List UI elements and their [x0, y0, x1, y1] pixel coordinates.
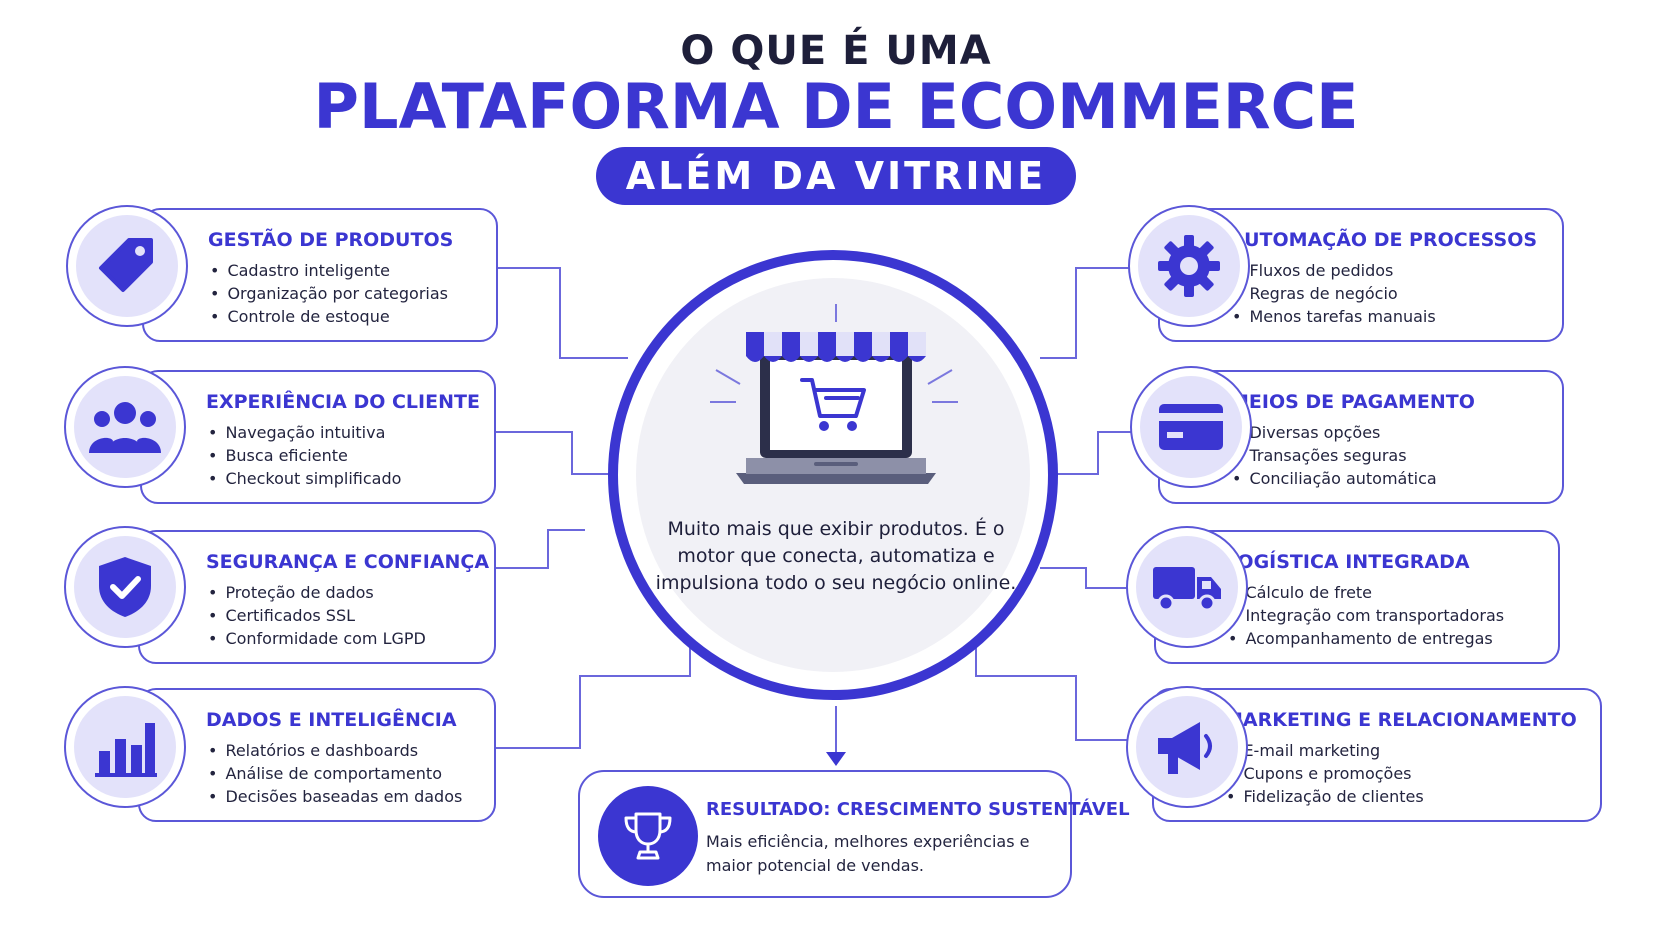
list-item: Checkout simplificado: [206, 467, 494, 490]
list-item: Regras de negócio: [1230, 282, 1562, 305]
result-card: RESULTADO: CRESCIMENTO SUSTENTÁVEL Mais …: [578, 770, 1130, 898]
megaphone-icon-badge: [1126, 686, 1248, 808]
card-experiencia-cliente: EXPERIÊNCIA DO CLIENTE Navegação intuiti…: [140, 370, 496, 504]
card-title: GESTÃO DE PRODUTOS: [208, 229, 454, 251]
bar-chart-icon: [95, 723, 157, 777]
card-title: MARKETING E RELACIONAMENTO: [1224, 709, 1577, 731]
credit-card-icon: [1159, 404, 1223, 450]
card-dados-inteligencia: DADOS E INTELIGÊNCIA Relatórios e dashbo…: [138, 688, 496, 822]
card-title: DADOS E INTELIGÊNCIA: [206, 709, 457, 731]
shield-check-icon: [99, 557, 151, 617]
result-text: Mais eficiência, melhores experiências e…: [706, 832, 1030, 875]
list-item: Fluxos de pedidos: [1230, 259, 1562, 282]
tag-icon-badge: [66, 205, 188, 327]
trophy-icon: [624, 812, 672, 860]
title-line-1: O QUE É UMA: [680, 28, 992, 74]
list-item: E-mail marketing: [1224, 739, 1600, 762]
list-item: Fidelização de clientes: [1224, 785, 1600, 808]
credit-card-icon-badge: [1130, 366, 1252, 488]
card-automacao-processos: AUTOMAÇÃO DE PROCESSOS Fluxos de pedidos…: [1158, 208, 1564, 342]
list-item: Integração com transportadoras: [1226, 604, 1558, 627]
card-seguranca-confianca: SEGURANÇA E CONFIANÇA Proteção de dados …: [138, 530, 496, 664]
list-item: Proteção de dados: [206, 581, 494, 604]
card-title: EXPERIÊNCIA DO CLIENTE: [206, 391, 480, 413]
card-gestao-produtos: GESTÃO DE PRODUTOS Cadastro inteligente …: [142, 208, 498, 342]
list-item: Transações seguras: [1230, 444, 1562, 467]
list-item: Diversas opções: [1230, 421, 1562, 444]
list-item: Controle de estoque: [208, 305, 496, 328]
store-laptop-icon: [710, 304, 958, 484]
page-title: PLATAFORMA DE ECOMMERCE: [313, 70, 1359, 143]
list-item: Cupons e promoções: [1224, 762, 1600, 785]
megaphone-icon: [1158, 722, 1212, 774]
list-item: Conciliação automática: [1230, 467, 1562, 490]
subtitle-pill: ALÉM DA VITRINE: [596, 147, 1076, 205]
gear-icon: [1158, 235, 1220, 297]
list-item: Relatórios e dashboards: [206, 739, 494, 762]
center-description: Muito mais que exibir produtos. É o moto…: [655, 518, 1017, 594]
list-item: Acompanhamento de entregas: [1226, 627, 1558, 650]
users-icon: [89, 402, 161, 453]
card-marketing-relacionamento: MARKETING E RELACIONAMENTO E-mail market…: [1152, 688, 1602, 822]
list-item: Decisões baseadas em dados: [206, 785, 494, 808]
tag-icon: [99, 238, 153, 292]
list-item: Busca eficiente: [206, 444, 494, 467]
trophy-icon-badge: [598, 786, 698, 886]
shield-icon-badge: [64, 526, 186, 648]
list-item: Cadastro inteligente: [208, 259, 496, 282]
truck-icon-badge: [1126, 526, 1248, 648]
list-item: Certificados SSL: [206, 604, 494, 627]
users-icon-badge: [64, 366, 186, 488]
truck-icon: [1153, 567, 1221, 612]
card-title: SEGURANÇA E CONFIANÇA: [206, 551, 490, 573]
list-item: Cálculo de frete: [1226, 581, 1558, 604]
list-item: Conformidade com LGPD: [206, 627, 494, 650]
list-item: Navegação intuitiva: [206, 421, 494, 444]
result-title: RESULTADO: CRESCIMENTO SUSTENTÁVEL: [706, 799, 1130, 820]
card-title: LOGÍSTICA INTEGRADA: [1226, 551, 1470, 573]
bar-chart-icon-badge: [64, 686, 186, 808]
card-title: MEIOS DE PAGAMENTO: [1230, 391, 1475, 413]
card-title: AUTOMAÇÃO DE PROCESSOS: [1230, 229, 1538, 251]
list-item: Organização por categorias: [208, 282, 496, 305]
list-item: Menos tarefas manuais: [1230, 305, 1562, 328]
gear-icon-badge: [1128, 205, 1250, 327]
list-item: Análise de comportamento: [206, 762, 494, 785]
